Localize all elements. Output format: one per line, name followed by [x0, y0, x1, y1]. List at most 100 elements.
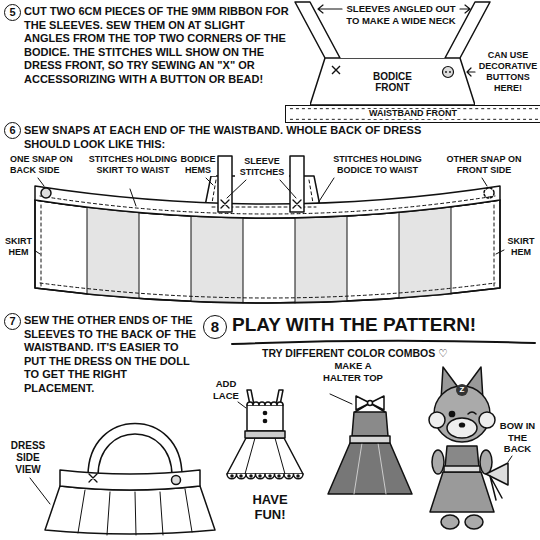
halter-dress — [356, 396, 384, 410]
lace-dress — [231, 475, 233, 477]
step-number-text: 5 — [9, 6, 15, 18]
fox-doll — [449, 411, 454, 416]
fox-doll — [430, 472, 494, 512]
bodice-front-panel-detail — [449, 71, 451, 73]
part-label: WAISTBAND FRONT — [366, 109, 460, 119]
halter-dress — [368, 401, 373, 406]
lace-dress — [240, 475, 242, 477]
note: HAVE FUN! — [240, 492, 300, 522]
callout-label: ONE SNAP ON BACK SIDE — [10, 154, 84, 176]
snap — [484, 188, 494, 198]
fox-doll — [490, 476, 502, 500]
waistband-band: WAISTBAND FRONT — [285, 105, 540, 123]
leader-line — [30, 478, 50, 504]
leader-line — [130, 189, 136, 206]
bodice-front-panel-detail — [310, 58, 475, 105]
title-underline — [232, 341, 535, 344]
callout-label: DRESS SIDE VIEW — [4, 440, 52, 476]
leader-line — [34, 178, 504, 254]
lace-dress — [247, 405, 283, 431]
bodice-front-panel-detail — [332, 66, 340, 74]
lace-dress — [269, 475, 271, 477]
lace-dress — [259, 475, 261, 477]
dress-side-view — [45, 486, 215, 534]
skirt-back — [191, 216, 243, 303]
step-instructions: SEW SNAPS AT EACH END OF THE WAISTBAND. … — [24, 124, 464, 151]
callout-label: BODICE HEMS — [180, 154, 216, 176]
dress-side-view — [78, 489, 192, 535]
dress-side-view — [172, 476, 181, 485]
lace-dress — [288, 475, 290, 477]
dress-side-view — [45, 424, 215, 536]
step-number-text: 8 — [211, 319, 219, 336]
step-number: 8 — [203, 315, 227, 339]
fox-doll — [486, 463, 508, 485]
skirt-back — [295, 216, 347, 303]
fox-doll — [444, 466, 480, 472]
callout-label: BOW IN THE BACK — [497, 420, 538, 455]
skirt-back — [87, 207, 451, 303]
halter-dress — [328, 443, 412, 494]
step-instructions: SEW THE OTHER ENDS OF THE SLEEVES TO THE… — [24, 314, 197, 395]
bodice-front-panel: BODICE FRONT — [310, 58, 475, 105]
leader-line — [34, 250, 40, 254]
sleeve-ribbon — [295, 2, 340, 58]
callout-label: SLEEVES ANGLED OUT TO MAKE A WIDE NECK — [345, 3, 457, 26]
fox-doll — [479, 412, 495, 428]
lace-dress — [227, 438, 303, 474]
lace-dress — [227, 390, 303, 479]
callout-label: SKIRT HEM — [505, 236, 537, 258]
leader-line — [508, 456, 512, 462]
callout-label: SKIRT HEM — [3, 236, 34, 258]
lace-dress — [278, 475, 280, 477]
step-number: 7 — [4, 313, 21, 330]
sleeve-ribbon-back — [221, 200, 301, 208]
lace-dress — [250, 475, 252, 477]
lace-dress — [297, 475, 299, 477]
skirt-back — [87, 207, 139, 298]
step-number: 5 — [4, 4, 21, 21]
waistband-back — [35, 186, 500, 218]
callout-label: MAKE A HALTER TOP — [322, 360, 384, 383]
leader-arrow — [318, 5, 342, 13]
step-number-text: 7 — [9, 315, 15, 327]
callout-label: OTHER SNAP ON FRONT SIDE — [436, 154, 532, 176]
leader-line — [206, 178, 213, 185]
leader-line — [280, 180, 296, 198]
fox-doll — [465, 515, 483, 529]
leader-line — [318, 178, 334, 203]
waistband-back — [35, 186, 500, 218]
callout-label: CAN USE DECORATIVE BUTTONS HERE! — [478, 50, 538, 94]
skirt-back — [40, 283, 495, 298]
halter-dress — [352, 412, 388, 436]
leader-line — [482, 178, 487, 186]
step-number: 6 — [4, 122, 21, 139]
leader-line — [227, 180, 246, 198]
lace-dress — [227, 474, 303, 479]
lace-dress — [263, 411, 266, 414]
fox-doll — [429, 412, 445, 428]
halter-dress — [328, 396, 412, 494]
lace-dress — [245, 431, 285, 438]
fox-doll — [480, 450, 492, 474]
halter-dress — [354, 443, 386, 494]
skirt-back — [399, 207, 451, 298]
lace-dress — [245, 438, 285, 474]
dress-side-view — [89, 474, 97, 482]
leader-arrow — [467, 68, 475, 76]
callout-label: STITCHES HOLDING SKIRT TO WAIST — [88, 154, 178, 176]
fox-doll — [432, 450, 444, 474]
lace-dress — [263, 419, 266, 422]
title-underline — [232, 341, 535, 344]
snap — [41, 188, 51, 198]
leader-arrow — [460, 5, 470, 13]
leader-line — [38, 178, 44, 186]
bodice-front-panel-detail — [445, 71, 447, 73]
leader-line — [330, 394, 352, 404]
waistband-band-detail — [290, 109, 540, 120]
step-instructions: CUT TWO 6CM PIECES OF THE 9MM RIBBON FOR… — [24, 5, 292, 86]
bodice-front-panel-detail — [443, 67, 454, 78]
callout-label: ADD LACE — [206, 378, 246, 401]
sleeve-ribbon — [295, 2, 490, 58]
